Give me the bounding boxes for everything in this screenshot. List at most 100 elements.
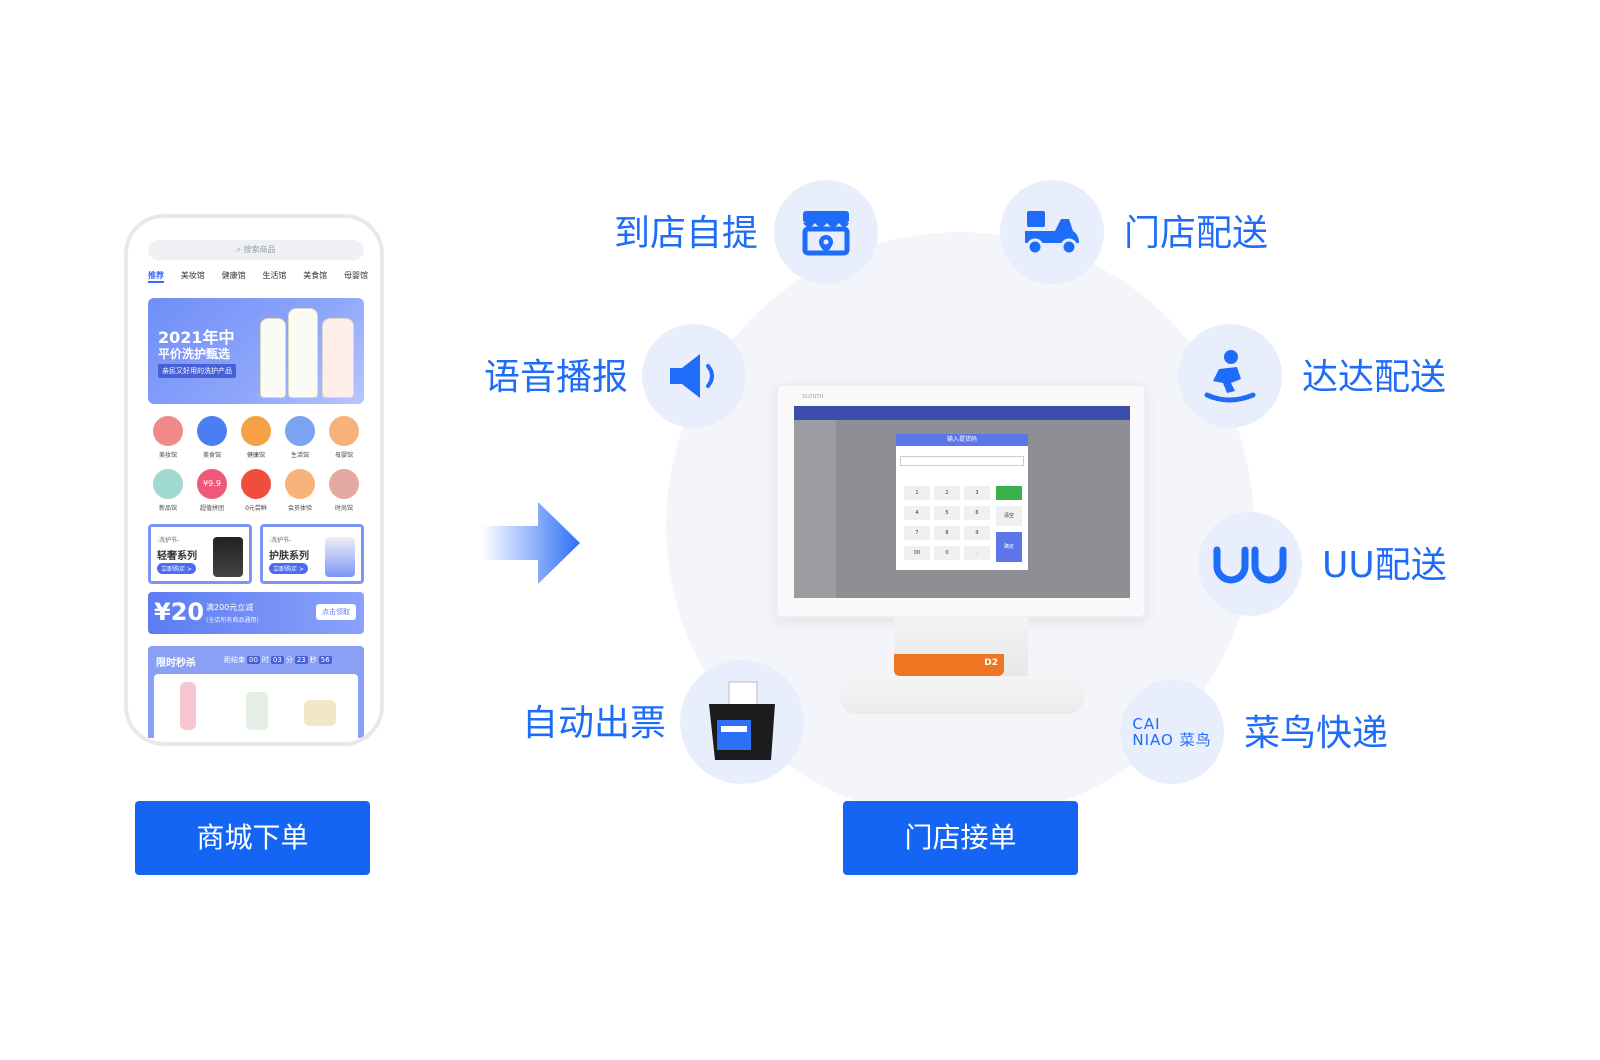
pos-topbar [794, 406, 1130, 420]
category-item[interactable]: 时尚馆 [322, 469, 366, 512]
banner-bottle-image [260, 318, 286, 398]
dada-delivery-label: 达达配送 [1302, 357, 1447, 398]
pos-terminal-screen: sunmi 输入提货码 1 2 3 4 5 6 清空 7 8 9 00 0 . … [776, 384, 1146, 618]
category-item[interactable]: 会员体验 [278, 469, 322, 512]
phone-mockup: ⌕ 搜索商品 推荐 美妆馆 健康馆 生活馆 美食馆 母婴馆 2021年中 平价洗… [124, 214, 384, 746]
store-pickup-label: 到店自提 [614, 213, 759, 254]
tab-food[interactable]: 美食馆 [303, 271, 328, 280]
pos-label-strip: D2 [894, 654, 1004, 676]
keypad-key[interactable]: 9 [964, 526, 990, 540]
scooter-delivery-icon [1000, 180, 1104, 284]
keypad-key[interactable]: 1 [904, 486, 930, 500]
search-bar[interactable]: ⌕ 搜索商品 [148, 240, 364, 260]
search-placeholder: 搜索商品 [243, 245, 276, 254]
claim-coupon-button[interactable]: 点击领取 [316, 604, 356, 620]
keypad-key[interactable]: 7 [904, 526, 930, 540]
coupon-note: (全店所有商品通用) [206, 617, 259, 624]
speaker-icon [642, 324, 746, 428]
category-icon [285, 469, 315, 499]
promo-card-luxury[interactable]: -洗护节- 轻奢系列 立即购买 > [148, 524, 252, 584]
product-image [213, 537, 243, 577]
keypad-key[interactable]: 4 [904, 506, 930, 520]
flash-sale-products [154, 674, 358, 738]
banner-bottle-image [322, 318, 354, 398]
promo-card-skincare[interactable]: -洗护节- 护肤系列 立即购买 > [260, 524, 364, 584]
category-item[interactable]: 0元尝鲜 [234, 469, 278, 512]
category-item[interactable]: 健康馆 [234, 416, 278, 459]
tab-beauty[interactable]: 美妆馆 [180, 271, 205, 280]
store-accept-button[interactable]: 门店接单 [843, 801, 1078, 875]
receipt-printer-icon [680, 660, 804, 784]
pickup-code-dialog: 输入提货码 1 2 3 4 5 6 清空 7 8 9 00 0 . 确定 [896, 434, 1028, 570]
category-icon [285, 416, 315, 446]
coupon-title: 满200元立减 [206, 603, 254, 612]
tab-health[interactable]: 健康馆 [221, 271, 246, 280]
store-pickup-icon [774, 180, 878, 284]
coupon-banner[interactable]: ¥20 满200元立减 (全店所有商品通用) 点击领取 [148, 592, 364, 634]
category-item[interactable]: 美食馆 [190, 416, 234, 459]
keypad-key[interactable]: 0 [934, 546, 960, 560]
category-icon [329, 416, 359, 446]
buy-now-button[interactable]: 立即购买 > [269, 563, 308, 574]
backspace-key[interactable] [996, 486, 1022, 500]
uu-delivery-label: UU配送 [1322, 545, 1447, 586]
product-image[interactable] [304, 700, 336, 726]
buy-now-button[interactable]: 立即购买 > [157, 563, 196, 574]
store-delivery-label: 门店配送 [1124, 213, 1269, 254]
uu-logo-icon [1198, 512, 1302, 616]
auto-ticket-label: 自动出票 [522, 703, 667, 744]
category-item[interactable]: 美妆馆 [146, 416, 190, 459]
pos-model: D2 [984, 658, 998, 668]
keypad-key[interactable]: 2 [934, 486, 960, 500]
keypad-key[interactable]: 00 [904, 546, 930, 560]
pickup-code-input[interactable] [900, 456, 1024, 466]
product-image [325, 537, 355, 577]
cainiao-logo-icon: CAI NIAO 菜鸟 [1120, 680, 1224, 784]
banner-year: 2021年中 [158, 328, 235, 347]
product-image[interactable] [246, 692, 268, 730]
coupon-amount: ¥20 [154, 598, 205, 626]
cainiao-express-label: 菜鸟快递 [1244, 713, 1389, 754]
category-icon [329, 469, 359, 499]
keypad-key[interactable]: 8 [934, 526, 960, 540]
pos-display: 输入提货码 1 2 3 4 5 6 清空 7 8 9 00 0 . 确定 [794, 406, 1130, 598]
clear-key[interactable]: 清空 [996, 506, 1022, 526]
mall-order-button[interactable]: 商城下单 [135, 801, 370, 875]
category-icon [153, 469, 183, 499]
confirm-key[interactable]: 确定 [996, 532, 1022, 562]
category-icon [241, 416, 271, 446]
category-tabs: 推荐 美妆馆 健康馆 生活馆 美食馆 母婴馆 [148, 270, 368, 283]
pos-base [840, 676, 1084, 714]
category-item[interactable]: 母婴馆 [322, 416, 366, 459]
category-icon: ¥9.9 [197, 469, 227, 499]
category-item[interactable]: 生活馆 [278, 416, 322, 459]
keypad-key[interactable]: . [964, 546, 990, 560]
courier-runner-icon [1178, 324, 1282, 428]
tab-life[interactable]: 生活馆 [262, 271, 287, 280]
dialog-title: 输入提货码 [896, 434, 1028, 446]
category-icon [153, 416, 183, 446]
voice-broadcast-label: 语音播报 [484, 357, 629, 398]
keypad-key[interactable]: 6 [964, 506, 990, 520]
promo-banner[interactable]: 2021年中 平价洗护甄选 亲民又好用的洗护产品 [148, 298, 364, 404]
category-icon [241, 469, 271, 499]
banner-title: 平价洗护甄选 [158, 347, 231, 361]
keypad-key[interactable]: 3 [964, 486, 990, 500]
tab-recommend[interactable]: 推荐 [148, 270, 164, 283]
flash-sale-title: 限时秒杀 [156, 658, 196, 669]
pos-sidebar [794, 420, 836, 598]
product-image[interactable] [180, 682, 196, 730]
banner-bottle-image [288, 308, 318, 398]
arrow-right-icon [482, 502, 580, 584]
pos-brand: sunmi [802, 392, 824, 400]
category-item[interactable]: 新品馆 [146, 469, 190, 512]
category-icon [197, 416, 227, 446]
search-icon: ⌕ [236, 245, 241, 254]
tab-baby[interactable]: 母婴馆 [343, 271, 368, 280]
keypad-key[interactable]: 5 [934, 506, 960, 520]
banner-subtitle: 亲民又好用的洗护产品 [158, 364, 236, 378]
